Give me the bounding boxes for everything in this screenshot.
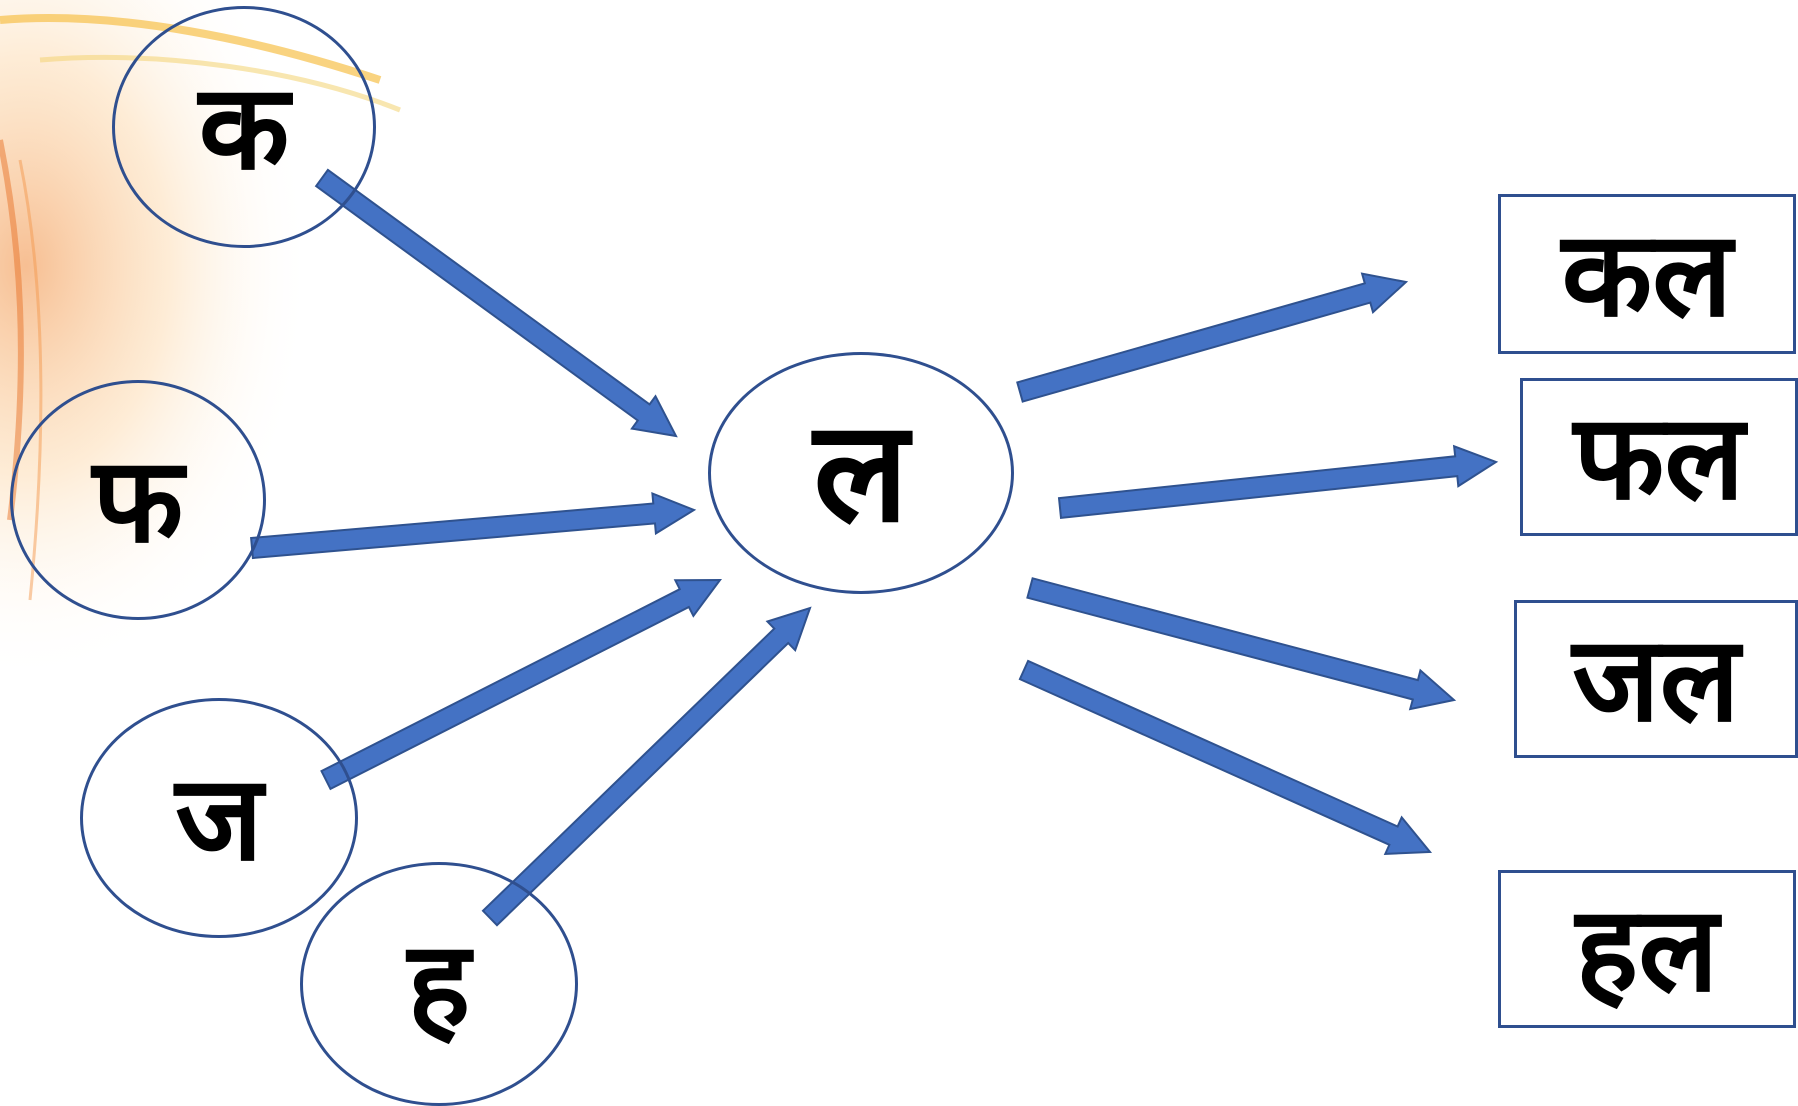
letter-pha: फ	[92, 431, 184, 569]
letter-ha: ह	[407, 915, 471, 1053]
word-kal: कल	[1561, 205, 1733, 343]
letter-ja: ज	[175, 749, 263, 887]
letter-node-pha: फ	[10, 380, 266, 620]
word-jal: जल	[1572, 610, 1740, 748]
arrow-la-to-phal	[1057, 444, 1499, 519]
letter-node-ha: ह	[300, 862, 578, 1106]
word-box-hal: हल	[1498, 870, 1796, 1028]
arrow-la-to-kal	[1016, 272, 1409, 403]
center-node-la: ल	[708, 352, 1014, 594]
center-letter-la: ल	[813, 391, 909, 554]
letter-ka: क	[198, 58, 290, 196]
word-box-phal: फल	[1520, 378, 1798, 536]
arrow-la-to-jal	[1026, 577, 1457, 711]
arrow-la-to-hal	[1018, 659, 1433, 855]
word-box-kal: कल	[1498, 194, 1796, 354]
arrow-ha-to-la	[481, 606, 812, 927]
arrow-ka-to-la	[314, 168, 678, 438]
arrow-pha-to-la	[250, 491, 697, 560]
word-box-jal: जल	[1514, 600, 1798, 758]
word-phal: फल	[1573, 388, 1745, 526]
arrow-ja-to-la	[320, 578, 722, 791]
letter-node-ja: ज	[80, 698, 358, 938]
letter-node-ka: क	[112, 6, 376, 248]
word-hal: हल	[1575, 880, 1719, 1018]
